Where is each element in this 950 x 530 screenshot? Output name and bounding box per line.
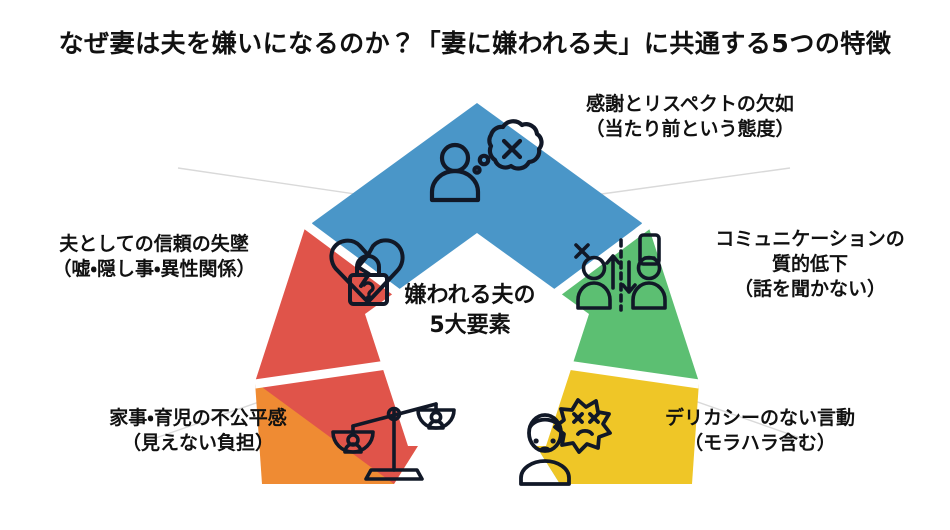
label-communication-quality-line-3: （話を聞かない） bbox=[733, 278, 886, 301]
label-insensitive-behavior: デリカシーのない言動 （モラハラ含む） bbox=[620, 406, 900, 456]
label-communication-quality-line-1: コミュニケーションの bbox=[715, 228, 905, 250]
label-gratitude-respect: 感謝とリスペクトの欠如 （当たり前という態度） bbox=[540, 92, 840, 142]
person-angry-outburst-icon bbox=[519, 398, 612, 486]
label-insensitive-behavior-line-1: デリカシーのない言動 bbox=[664, 407, 855, 429]
page-title: なぜ妻は夫を嫌いになるのか？「妻に嫌われる夫」に共通する5つの特徴 bbox=[58, 29, 892, 58]
center-label-line-1: 嫌われる夫の bbox=[404, 283, 536, 308]
label-insensitive-behavior-line-2: （モラハラ含む） bbox=[684, 432, 836, 455]
two-people-divided-phone-x-icon bbox=[574, 233, 667, 312]
label-gratitude-respect-line-1: 感謝とリスペクトの欠如 bbox=[586, 93, 794, 115]
label-loss-of-trust: 夫としての信頼の失墜 （嘘・隠し事・異性関係） bbox=[14, 232, 294, 282]
center-label-line-2: 5大要素 bbox=[429, 313, 511, 339]
center-pentagon bbox=[365, 233, 589, 446]
label-communication-quality-line-2: 質的低下 bbox=[771, 253, 848, 276]
person-thought-bubble-x-icon bbox=[429, 119, 544, 203]
center-label: 嫌われる夫の 5大要素 bbox=[375, 281, 565, 342]
label-loss-of-trust-line-1: 夫としての信頼の失墜 bbox=[59, 233, 249, 255]
broken-heart-lock-question-icon bbox=[329, 238, 405, 306]
unbalanced-scales-icon bbox=[331, 402, 456, 481]
label-housework-childcare-unfairness-line-2: （見えない負担） bbox=[121, 432, 274, 455]
label-housework-childcare-unfairness-line-1: 家事・育児の不公平感 bbox=[109, 407, 287, 429]
label-loss-of-trust-line-2: （嘘・隠し事・異性関係） bbox=[52, 258, 256, 281]
label-housework-childcare-unfairness: 家事・育児の不公平感 （見えない負担） bbox=[58, 406, 338, 456]
label-gratitude-respect-line-2: （当たり前という態度） bbox=[585, 118, 795, 141]
label-communication-quality: コミュニケーションの 質的低下 （話を聞かない） bbox=[672, 227, 948, 302]
